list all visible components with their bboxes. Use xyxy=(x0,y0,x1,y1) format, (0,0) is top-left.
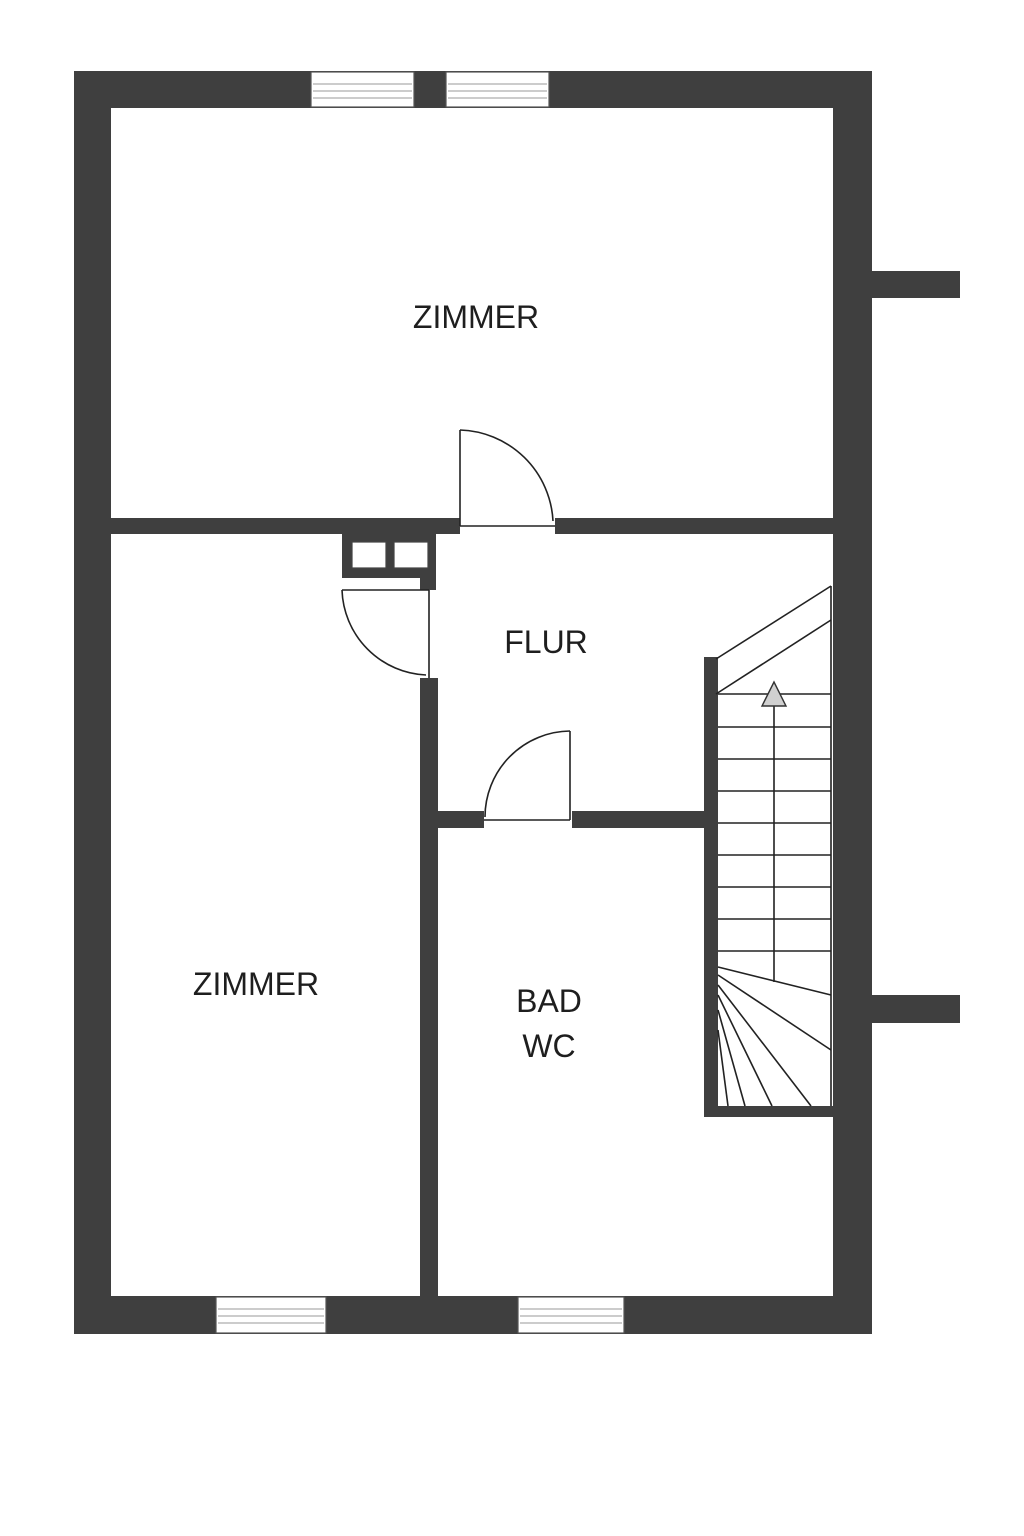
room-label-bathroom-line1: BAD xyxy=(516,983,582,1019)
wall-bath-top-right xyxy=(572,811,704,828)
wall-stub-lower xyxy=(872,995,960,1023)
outer-wall-left xyxy=(74,71,111,1334)
window-top-left xyxy=(310,71,415,108)
up-arrow-icon xyxy=(760,680,788,707)
room-label-upper-bedroom: ZIMMER xyxy=(413,299,539,335)
wall-stair-left xyxy=(704,657,718,1115)
room-label-bathroom-line2: WC xyxy=(522,1028,575,1064)
wall-left-room-divider xyxy=(420,678,438,1296)
exterior-walls xyxy=(74,71,960,1334)
doors xyxy=(341,429,571,821)
staircase xyxy=(715,585,832,1107)
wall-stair-bottom xyxy=(704,1106,833,1117)
wall-stub-upper xyxy=(872,271,960,298)
window-bottom-right xyxy=(517,1296,625,1334)
room-labels: ZIMMER FLUR ZIMMER BAD WC xyxy=(193,299,588,1064)
shaft-flue-2 xyxy=(393,541,429,569)
window-bottom-left xyxy=(215,1296,327,1334)
room-label-lower-bedroom: ZIMMER xyxy=(193,966,319,1002)
windows xyxy=(215,71,625,1334)
interior-walls xyxy=(111,518,833,1296)
door-upper-room xyxy=(459,429,555,527)
wall-bath-top-left xyxy=(438,811,484,828)
wall-upper-divider-right xyxy=(555,518,833,534)
shaft-ledge xyxy=(420,578,436,590)
outer-wall-right xyxy=(833,71,872,1334)
wall-upper-divider-left xyxy=(111,518,460,534)
door-bathroom xyxy=(484,730,571,821)
window-top-right xyxy=(445,71,550,108)
shaft-flue-1 xyxy=(351,541,387,569)
door-left-room xyxy=(341,589,430,678)
outer-wall-bottom xyxy=(74,1296,872,1334)
room-label-hallway: FLUR xyxy=(504,624,588,660)
